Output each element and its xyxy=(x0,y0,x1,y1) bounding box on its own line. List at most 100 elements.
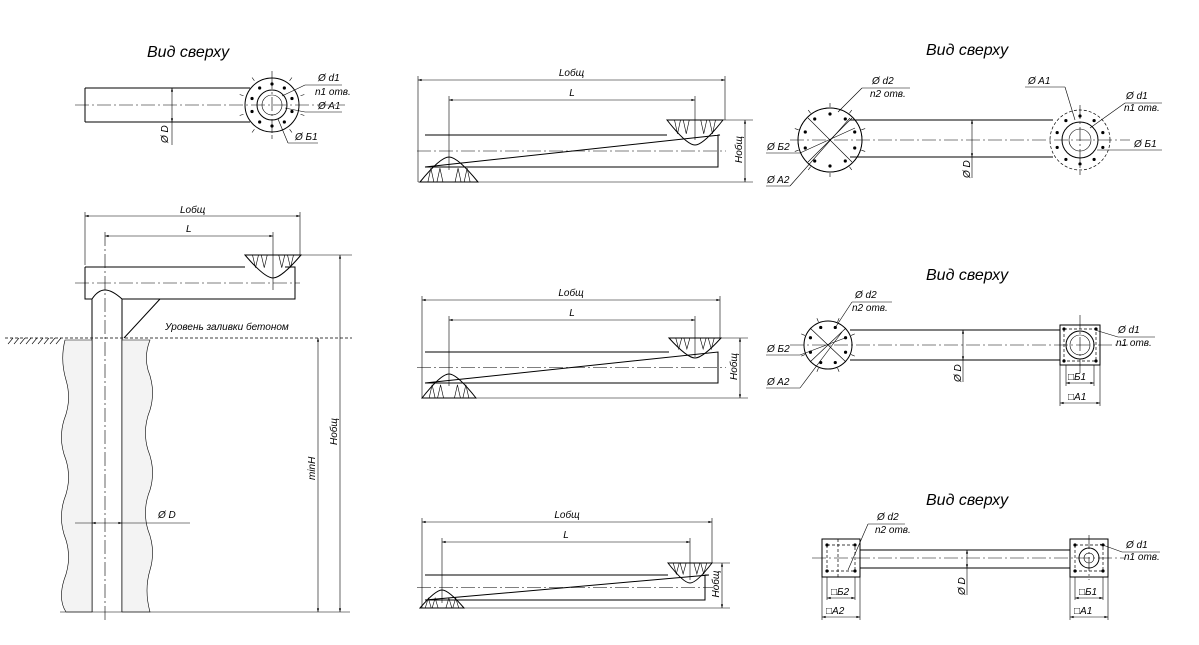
bolt-hole xyxy=(1062,327,1066,331)
H-total-label: Hобщ xyxy=(733,136,745,163)
n2-label: n2 отв. xyxy=(875,525,911,536)
diameter-D-label: Ø D xyxy=(953,364,964,383)
line xyxy=(799,331,843,389)
view-title: Вид сверху xyxy=(926,492,1009,509)
top-flange xyxy=(243,254,303,279)
bolt-hole xyxy=(1062,359,1066,363)
inner-square xyxy=(826,544,856,572)
bolt-hole xyxy=(1101,130,1105,135)
rib xyxy=(278,254,286,268)
B2-label: Ø Б2 xyxy=(766,344,790,355)
bolt-hole xyxy=(843,159,847,163)
bolt-hole xyxy=(803,146,807,150)
view-title: Вид сверху xyxy=(926,42,1009,59)
outline xyxy=(424,134,721,168)
rib xyxy=(700,119,708,134)
hole-axis xyxy=(861,149,866,152)
hole-axis xyxy=(801,354,806,357)
n1-label: n1 отв. xyxy=(1124,552,1160,563)
hole-axis xyxy=(861,128,866,131)
outline xyxy=(665,119,725,146)
bolt-hole xyxy=(1101,569,1105,573)
d2-label: Ø d2 xyxy=(854,290,877,301)
leader xyxy=(281,84,306,97)
bolt-hole xyxy=(1092,157,1096,162)
rib xyxy=(699,337,707,351)
outline xyxy=(424,574,710,601)
sq-B1-label: □Б1 xyxy=(1068,372,1086,383)
bolt-hole xyxy=(813,159,817,163)
ground-hatch xyxy=(25,337,32,345)
bolt-hole xyxy=(1055,145,1059,150)
rib xyxy=(454,384,461,399)
bolt-hole xyxy=(1094,359,1098,363)
min-H-label: minH xyxy=(307,456,318,480)
rib xyxy=(287,254,294,268)
sq-B1-label: □Б1 xyxy=(1079,587,1097,598)
hole-axis xyxy=(837,367,840,372)
hole-axis xyxy=(837,318,840,323)
diameter-D-label: Ø D xyxy=(957,577,968,596)
sq-A1-label: □A1 xyxy=(1074,606,1092,617)
rib xyxy=(672,562,680,576)
rib xyxy=(674,119,681,134)
outline xyxy=(850,119,1053,158)
diameter-D-label: Ø D xyxy=(962,160,973,179)
bolt-hole xyxy=(1073,543,1077,547)
ground-hatch xyxy=(55,337,62,345)
line xyxy=(789,117,851,187)
rib xyxy=(431,597,439,609)
n1-label: n1 отв. xyxy=(1124,103,1160,114)
L-label: L xyxy=(186,224,192,235)
L-label: L xyxy=(569,308,575,319)
rib xyxy=(436,168,444,183)
bolt-hole xyxy=(1101,145,1105,150)
hole-axis xyxy=(300,94,305,97)
rib xyxy=(445,597,453,609)
rib xyxy=(252,254,259,268)
rib xyxy=(428,384,436,399)
hole-axis xyxy=(850,333,855,336)
H-total-label: Hобщ xyxy=(328,418,340,445)
n2-label: n2 отв. xyxy=(852,303,888,314)
n2-label: n2 отв. xyxy=(870,89,906,100)
hole-axis xyxy=(850,354,855,357)
bolt-hole xyxy=(803,130,807,134)
hole-axis xyxy=(816,367,819,372)
bolt-hole xyxy=(1092,118,1096,123)
circle xyxy=(797,107,863,173)
A2-label: Ø A2 xyxy=(766,377,790,388)
d1-label: Ø d1 xyxy=(1125,540,1148,551)
rib xyxy=(260,254,268,268)
ground-hatch xyxy=(7,337,14,345)
ground-hatch xyxy=(37,337,44,345)
hole-axis xyxy=(289,129,293,133)
ground-hatch xyxy=(13,337,20,345)
diameter-D-label: Ø D xyxy=(160,125,171,144)
bolt-hole xyxy=(853,543,857,547)
bolt-hole xyxy=(282,120,286,124)
bolt-hole xyxy=(853,569,857,573)
sq-A1-label: □A1 xyxy=(1068,392,1086,403)
rib xyxy=(683,337,691,351)
hole-axis xyxy=(794,149,799,152)
rib xyxy=(709,119,716,134)
rib xyxy=(462,384,470,399)
bolt-hole xyxy=(1064,118,1068,123)
outline xyxy=(84,87,250,123)
d2-label: Ø d2 xyxy=(871,76,894,87)
L-label: L xyxy=(563,530,569,541)
bolt-hole xyxy=(290,109,294,114)
bolt-hole xyxy=(853,146,857,150)
A2-label: Ø A2 xyxy=(766,175,790,186)
leader xyxy=(1094,329,1119,338)
rib xyxy=(682,119,690,134)
bolt-hole xyxy=(843,117,847,121)
n1-label: n1 отв. xyxy=(315,87,351,98)
leader xyxy=(847,523,869,571)
